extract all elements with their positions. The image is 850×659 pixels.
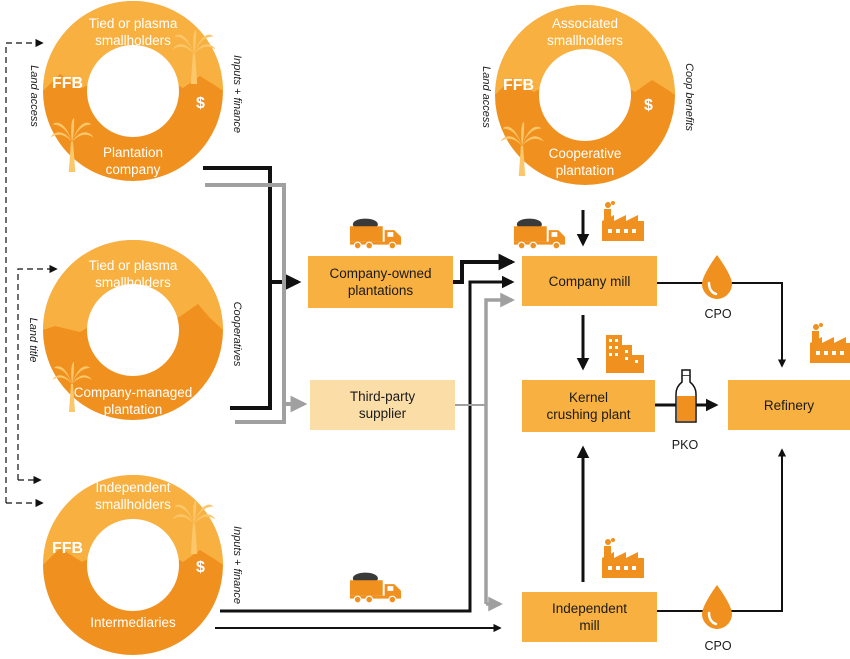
ring1-right-label: Inputs + finance: [231, 55, 243, 133]
building-icon: [606, 335, 644, 373]
factory-icon: [810, 323, 850, 363]
dashed-links: [5, 38, 58, 508]
ring4-right-label: Coop benefits: [683, 63, 695, 131]
ring1-left-label: Land access: [28, 65, 40, 127]
ring-hole: [87, 519, 179, 611]
dollar-icon: $: [196, 95, 205, 112]
refinery-box: Refinery: [728, 380, 850, 430]
pko-label: PKO: [672, 438, 699, 452]
ring3-bottom-label: Intermediaries: [90, 615, 176, 630]
ring3-right-label: Inputs + finance: [231, 526, 243, 604]
bottle-icon: [675, 369, 697, 423]
company-owned-plantations-box: Company-owned plantations: [308, 256, 453, 308]
cpo-label: CPO: [704, 307, 731, 321]
dollar-icon: $: [644, 97, 653, 114]
flow-arrows: [203, 166, 787, 633]
ring2-left-label: Land title: [27, 318, 39, 363]
ffb-label: FFB: [503, 77, 534, 94]
ring-hole: [87, 284, 179, 376]
ring-hole: [87, 45, 179, 137]
truck-icon: [349, 218, 402, 250]
company-mill-box: Company mill: [522, 256, 657, 306]
kernel-crushing-plant-box: Kernel crushing plant: [522, 380, 655, 432]
truck-icon: [349, 572, 402, 604]
third-party-supplier-box: Third-party supplier: [310, 380, 455, 430]
ffb-label: FFB: [52, 540, 83, 557]
truck-icon: [513, 218, 566, 250]
cpo-label: CPO: [704, 639, 731, 653]
dollar-icon: $: [196, 559, 205, 576]
oil-drop-icon: [702, 254, 732, 300]
factory-icon: [602, 538, 644, 578]
ffb-label: FFB: [52, 75, 83, 92]
ring4-left-label: Land access: [480, 66, 492, 128]
independent-mill-box: Independent mill: [522, 592, 657, 642]
ring2-right-label: Cooperatives: [231, 302, 243, 367]
oil-drop-icon: [702, 584, 732, 630]
factory-icon: [602, 201, 644, 241]
ring-hole: [539, 49, 631, 141]
